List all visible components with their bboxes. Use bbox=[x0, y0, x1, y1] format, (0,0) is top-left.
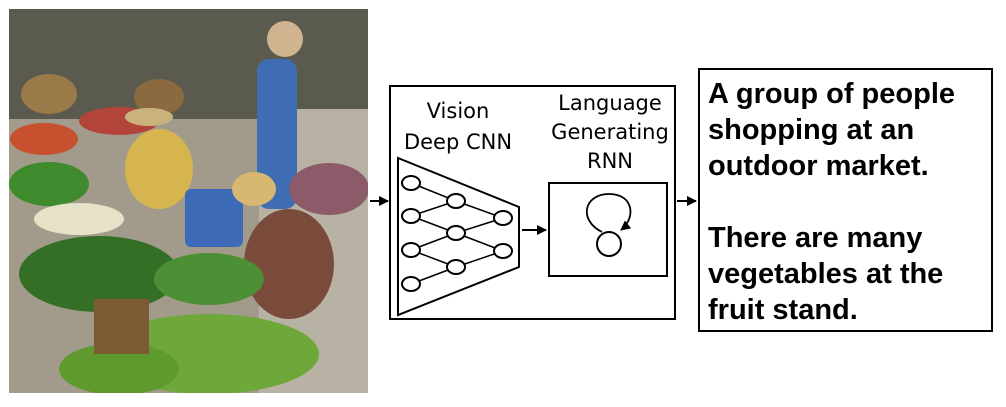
market-photo bbox=[9, 9, 368, 393]
crouching-vendor-turban bbox=[232, 172, 276, 206]
leafy-greens bbox=[154, 253, 264, 305]
rnn-label-line3: RNN bbox=[587, 149, 633, 173]
model-box bbox=[389, 85, 676, 320]
garlic-pile bbox=[34, 203, 124, 235]
crate-shape bbox=[94, 299, 149, 354]
cnn-node bbox=[446, 193, 466, 209]
rnn-node bbox=[596, 231, 622, 257]
onion-pile bbox=[289, 163, 368, 215]
cnn-node bbox=[401, 276, 421, 292]
rnn-recurrent-loop bbox=[585, 193, 632, 233]
cnn-label-line2: Deep CNN bbox=[404, 130, 512, 154]
blue-basket bbox=[185, 189, 243, 247]
cnn-nodes bbox=[401, 175, 513, 292]
rnn-label-line2: Generating bbox=[551, 120, 669, 144]
standing-figure bbox=[257, 59, 297, 209]
banana-bunch bbox=[59, 343, 179, 393]
cnn-trapezoid bbox=[397, 156, 520, 317]
rnn-box bbox=[548, 182, 668, 277]
cnn-node bbox=[446, 225, 466, 241]
caption-text: There are many vegetables at the fruit s… bbox=[708, 222, 944, 326]
caption-output-box: A group of people shopping at an outdoor… bbox=[698, 68, 993, 332]
vendor-hat bbox=[125, 108, 173, 126]
cnn-node bbox=[493, 243, 513, 259]
vendor-figure bbox=[125, 129, 193, 209]
crouching-vendor bbox=[244, 209, 334, 319]
rnn-label-line1: Language bbox=[558, 91, 662, 115]
standing-figure-hat bbox=[267, 21, 303, 57]
cnn-node bbox=[446, 259, 466, 275]
tomato-pile bbox=[10, 123, 78, 155]
cnn-node bbox=[401, 242, 421, 258]
cnn-label-line1: Vision bbox=[427, 99, 490, 123]
cnn-node bbox=[401, 208, 421, 224]
basket-shape bbox=[21, 74, 77, 114]
cnn-node bbox=[493, 210, 513, 226]
cnn-node bbox=[401, 175, 421, 191]
caption-text: A group of people shopping at an outdoor… bbox=[708, 78, 956, 182]
basket-shape bbox=[134, 79, 184, 115]
leafy-greens bbox=[19, 236, 179, 312]
greens-pile bbox=[9, 162, 89, 206]
